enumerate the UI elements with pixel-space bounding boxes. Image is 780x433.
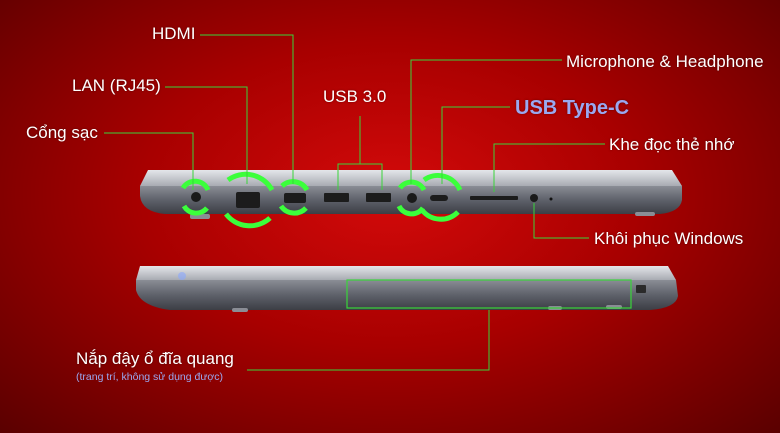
laptop-left-side bbox=[140, 170, 682, 219]
hdmi-port-shape bbox=[284, 193, 306, 203]
recovery-button-shape bbox=[530, 194, 538, 202]
label-usb-type-c: USB Type-C bbox=[515, 97, 630, 119]
lan-port-shape bbox=[236, 192, 260, 208]
label-recovery: Khôi phục Windows bbox=[594, 229, 744, 248]
callout-lines bbox=[104, 34, 605, 371]
label-lan: LAN (RJ45) bbox=[72, 76, 161, 95]
usb-port-2-shape bbox=[366, 193, 391, 202]
laptop-right-side bbox=[136, 266, 678, 312]
label-mic-headphone: Microphone & Headphone bbox=[566, 52, 764, 71]
label-usb3: USB 3.0 bbox=[323, 87, 387, 106]
card-reader-shape bbox=[470, 196, 518, 200]
label-hdmi: HDMI bbox=[152, 24, 196, 43]
optical-drive-cover-shape bbox=[346, 279, 632, 309]
port-highlight-rings bbox=[180, 171, 463, 229]
label-card-reader: Khe đọc thẻ nhớ bbox=[609, 135, 735, 154]
usb-c-port-shape bbox=[430, 195, 448, 201]
label-optical-cover: Nắp đậy ổ đĩa quang bbox=[76, 349, 234, 368]
usb-port-1-shape bbox=[324, 193, 349, 202]
label-optical-note: (trang trí, không sử dụng được) bbox=[76, 371, 224, 383]
audio-jack-shape bbox=[407, 193, 417, 203]
label-charging-port: Cổng sạc bbox=[26, 123, 98, 142]
charging-port-shape bbox=[191, 192, 201, 202]
